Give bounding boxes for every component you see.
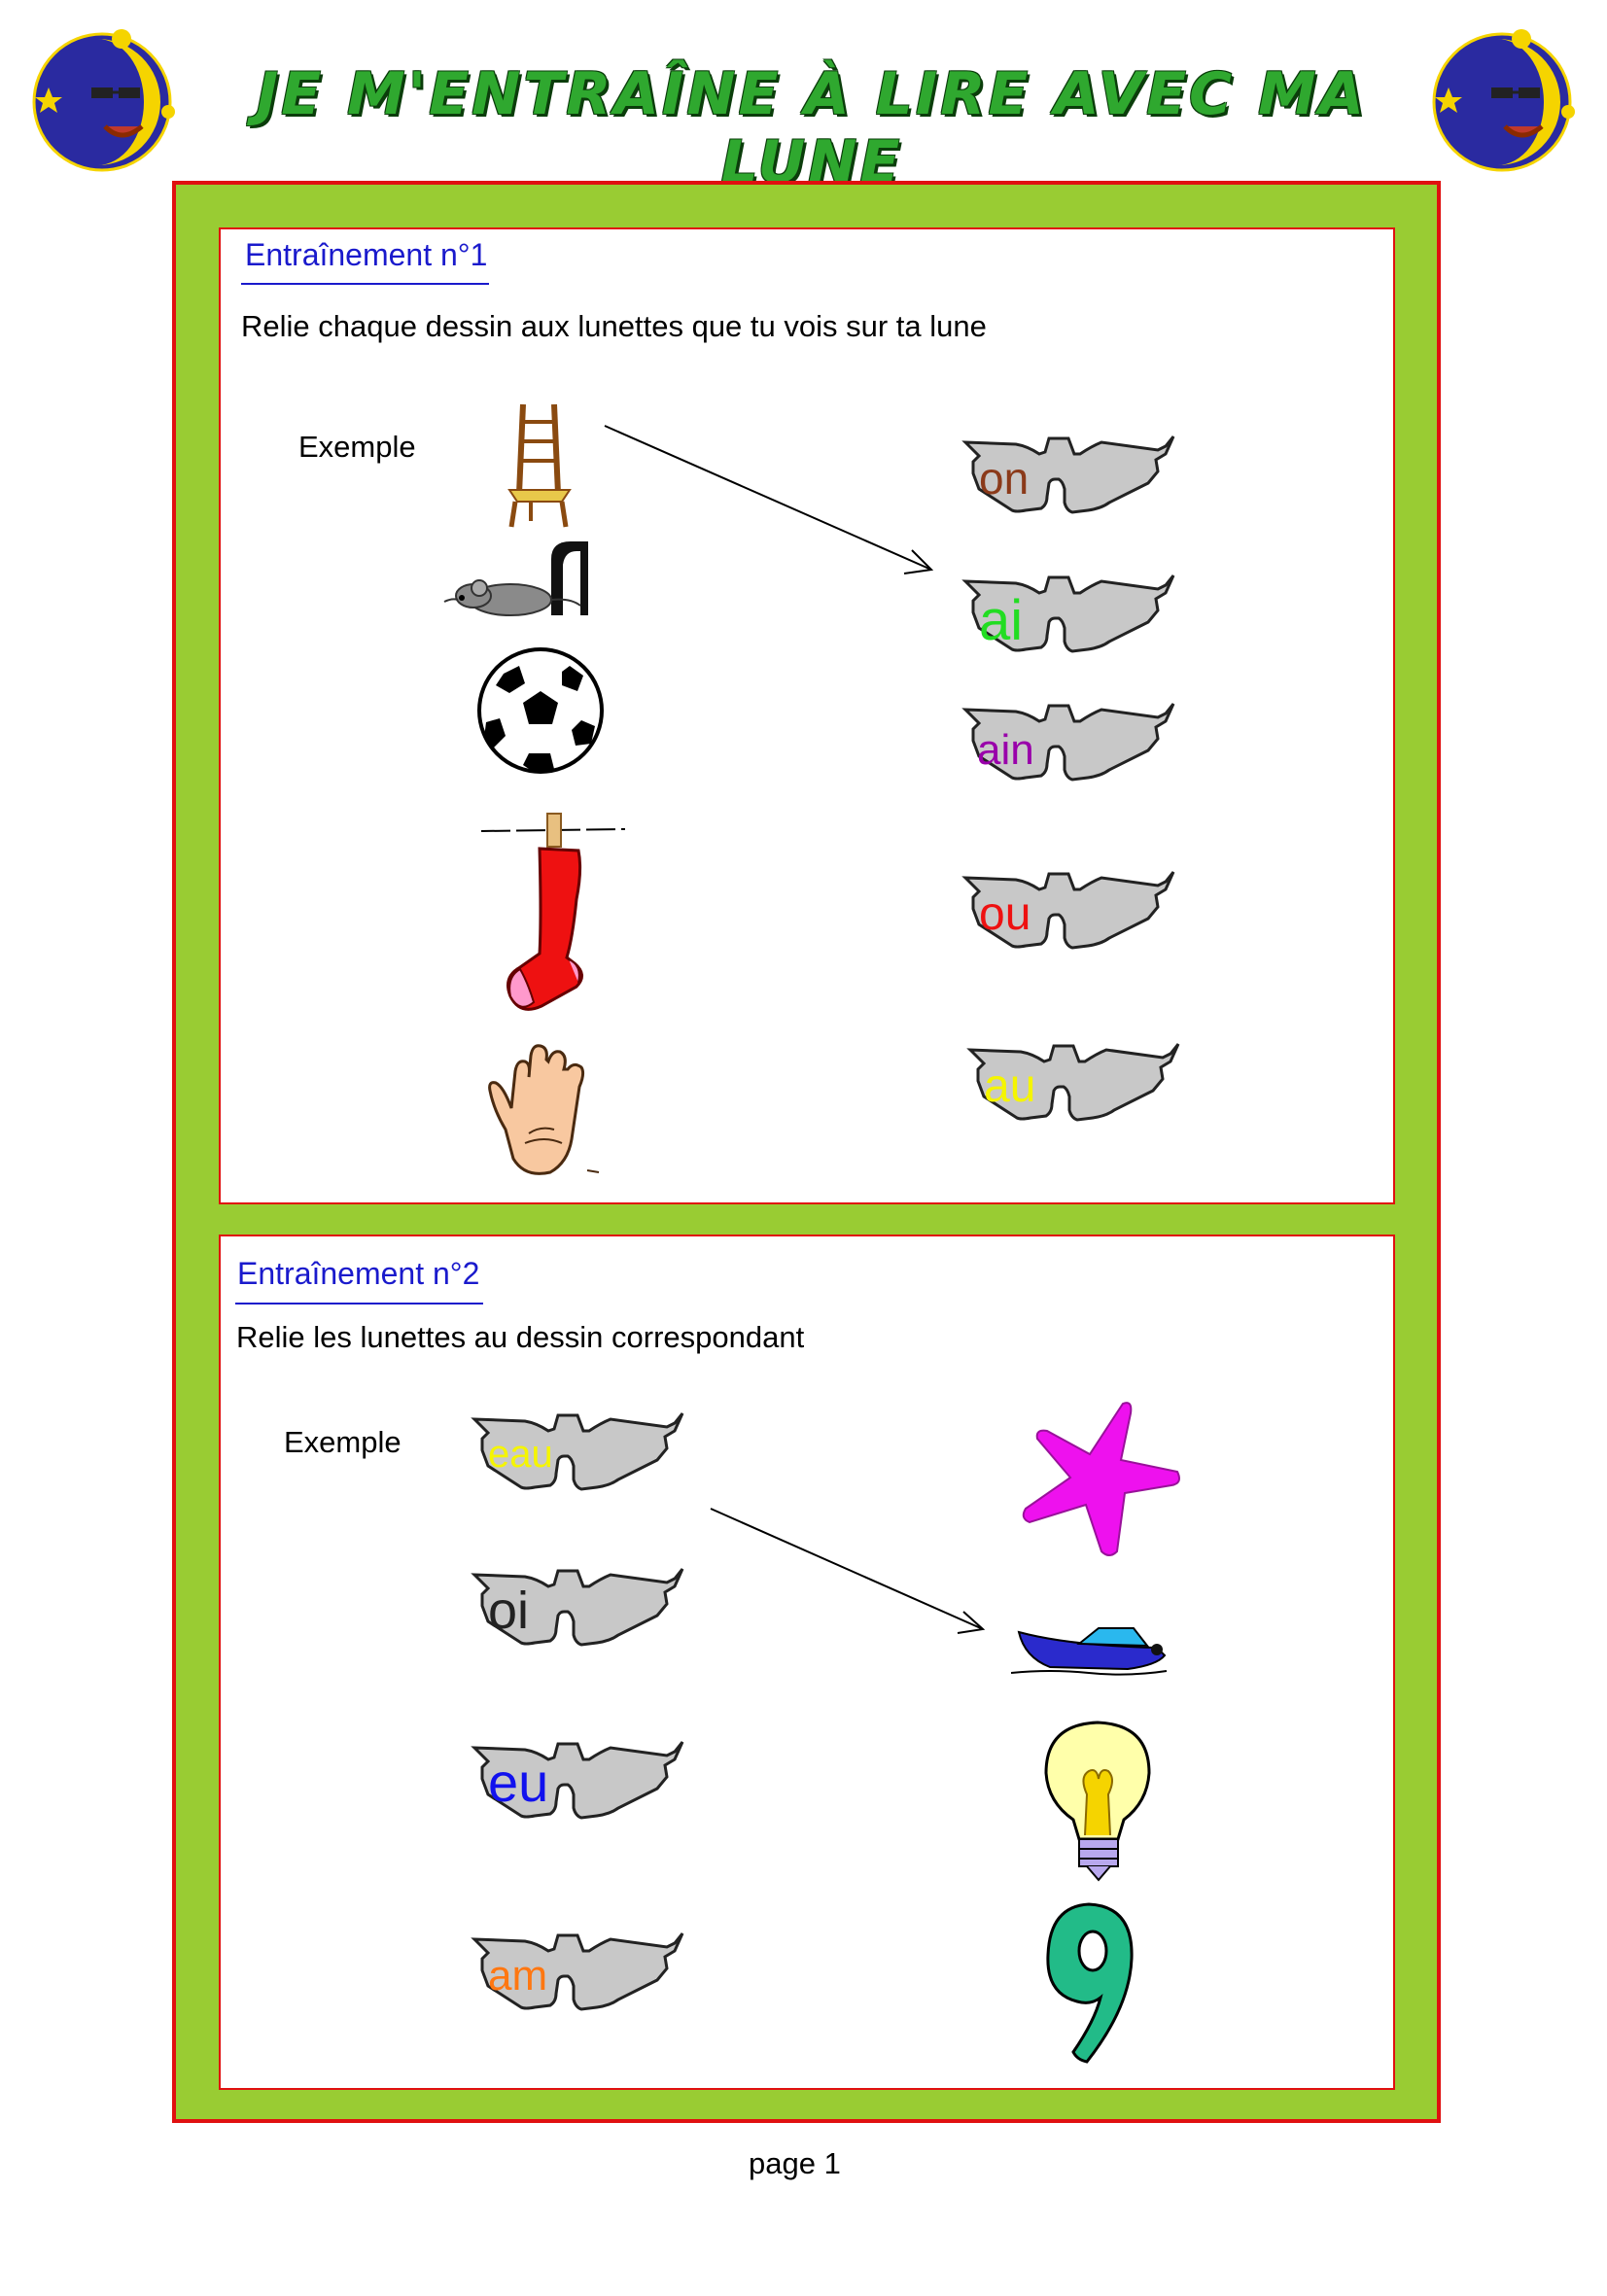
hand-drawing[interactable]: [486, 1042, 608, 1183]
mouse-drawing[interactable]: [435, 539, 595, 622]
glasses-sound-au: au: [984, 1061, 1036, 1112]
soccer-ball-icon: [477, 647, 604, 774]
glasses-sound-am: am: [488, 1952, 548, 2000]
hand-icon: [488, 1044, 600, 1175]
moon-logo-right: [1429, 29, 1575, 175]
glasses-sound-eu: eu: [488, 1752, 549, 1813]
sock-icon: [480, 813, 626, 1011]
moon-logo-left: [29, 29, 175, 175]
exercise1-example-label: Exemple: [298, 430, 416, 464]
chair-icon: [507, 403, 572, 528]
glasses-sound-oi: oi: [488, 1582, 530, 1640]
glasses-ou[interactable]: ou: [958, 868, 1181, 975]
glasses-on[interactable]: on: [958, 433, 1181, 539]
glasses-sound-ai: ai: [979, 589, 1024, 652]
page-number: page 1: [749, 2146, 841, 2180]
glasses-icon: [961, 435, 1175, 514]
glasses-icon: [961, 574, 1175, 653]
glasses-eu[interactable]: eu: [467, 1738, 690, 1845]
glasses-sound-on: on: [979, 453, 1030, 504]
motorboat-icon: [1010, 1627, 1168, 1676]
glasses-icon: [471, 1932, 684, 2011]
exercise2-heading: Entraînement n°2: [237, 1256, 480, 1291]
glasses-icon: [471, 1741, 684, 1820]
glasses-icon: [966, 1043, 1180, 1122]
number-nine-icon: [1046, 1902, 1134, 2064]
moon-with-glasses-icon: [1432, 29, 1575, 172]
glasses-sound-eau: eau: [488, 1433, 553, 1476]
glasses-icon: [961, 703, 1175, 782]
light-bulb-icon: [1044, 1721, 1151, 1882]
exercise2-instruction: Relie les lunettes au dessin corresponda…: [236, 1320, 805, 1354]
glasses-icon: [961, 871, 1175, 950]
glasses-eau[interactable]: eau: [467, 1409, 690, 1516]
exercise2-heading-underline: [235, 1303, 483, 1305]
example-arrow-2: [710, 1508, 986, 1634]
exercise1-panel: [219, 227, 1395, 1204]
moon-with-glasses-icon: [32, 29, 175, 172]
glasses-sound-ain: ain: [977, 726, 1034, 774]
number-nine-drawing[interactable]: [1040, 1900, 1137, 2070]
glasses-au[interactable]: au: [962, 1040, 1186, 1147]
exercise2-example-label: Exemple: [284, 1425, 402, 1459]
glasses-am[interactable]: am: [467, 1930, 690, 2036]
chair-drawing[interactable]: [506, 400, 574, 534]
exercise1-heading: Entraînement n°1: [245, 237, 488, 272]
starfish-drawing[interactable]: [1016, 1400, 1186, 1565]
soccer-ball-drawing[interactable]: [476, 646, 605, 780]
example-arrow-1: [604, 425, 934, 574]
mouse-icon: [443, 541, 588, 616]
glasses-icon: [471, 1412, 684, 1491]
starfish-icon: [1022, 1402, 1180, 1556]
glasses-icon: [471, 1568, 684, 1647]
sock-drawing[interactable]: [480, 812, 627, 1035]
light-bulb-drawing[interactable]: [1042, 1719, 1154, 1889]
page-title: JE M'ENTRAÎNE À LIRE AVEC MA LUNE: [256, 60, 1368, 196]
glasses-sound-ou: ou: [979, 888, 1031, 940]
glasses-oi[interactable]: oi: [467, 1565, 690, 1672]
exercise1-heading-underline: [241, 283, 489, 285]
exercise1-instruction: Relie chaque dessin aux lunettes que tu …: [241, 309, 987, 343]
exercise2-panel: [219, 1235, 1395, 2090]
glasses-ain[interactable]: ain: [958, 700, 1181, 807]
motorboat-drawing[interactable]: [1010, 1618, 1176, 1682]
glasses-ai[interactable]: ai: [958, 572, 1181, 678]
